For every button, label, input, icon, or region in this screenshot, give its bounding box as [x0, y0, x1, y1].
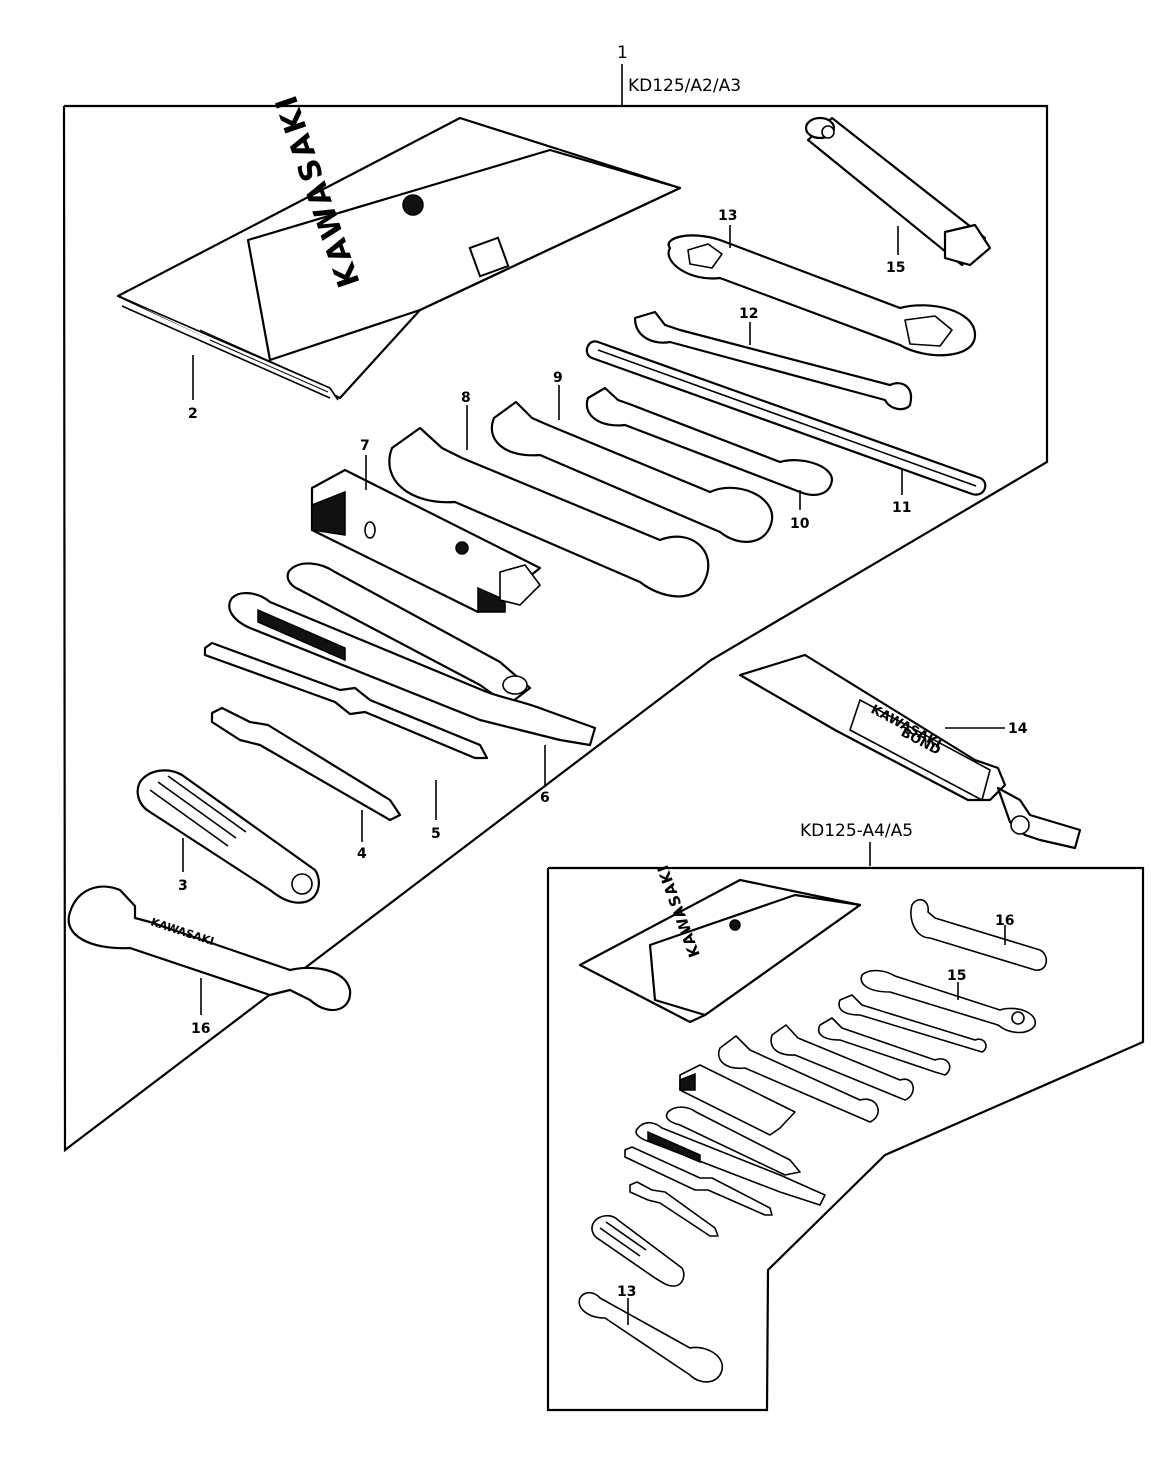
callout-6: 6 [540, 790, 550, 806]
socket-wrench-15 [804, 116, 992, 267]
small-screwdriver-handle [591, 1214, 685, 1287]
main-set-frame [62, 104, 1049, 1153]
bag-logo-icon [468, 236, 510, 278]
pliers-6 [228, 562, 597, 747]
bag-snap-icon [402, 194, 424, 216]
callout-3: 3 [178, 878, 188, 894]
callout-7: 7 [360, 438, 370, 454]
small-screwdriver-blade-a [624, 1146, 773, 1216]
small-open-wrench-d [718, 1035, 879, 1123]
small-screwdriver-blade-b [629, 1181, 719, 1237]
callout-9: 9 [553, 370, 563, 386]
callout-10: 10 [790, 516, 810, 532]
tool-bag: KAWASAKI [116, 88, 682, 401]
box-socket-7 [310, 468, 542, 614]
open-wrench-9 [490, 400, 774, 543]
screwdriver-blade-5 [203, 641, 489, 760]
small-open-wrench-c [770, 1024, 914, 1101]
hook-wrench-16: KAWASAKI [67, 885, 352, 1011]
small-tool-bag: KAWASAKI [578, 862, 862, 1024]
callout-5: 5 [431, 826, 441, 842]
set-number-label: 1 [617, 43, 628, 63]
callout-16: 16 [191, 1021, 210, 1037]
small-bag-snap-icon [729, 919, 741, 931]
small-box-wrench-15 [860, 969, 1036, 1034]
set-name-kd125-a4-a5: KD125-A4/A5 [800, 821, 913, 841]
callout-11: 11 [892, 500, 911, 516]
small-box-socket [679, 1064, 796, 1136]
small-open-wrench-a [838, 994, 987, 1053]
open-wrench-12 [633, 310, 913, 411]
small-hook-wrench-13 [578, 1291, 723, 1383]
box-wrench-13 [667, 234, 977, 357]
small-pliers [635, 1106, 826, 1206]
small-set-frame [546, 866, 1145, 1412]
callout-2: 2 [188, 406, 198, 422]
callout-15: 15 [886, 260, 905, 276]
small-hook-wrench-16 [910, 898, 1048, 971]
small-callout-15: 15 [947, 968, 966, 984]
callout-14: 14 [1008, 721, 1028, 737]
callout-13: 13 [718, 208, 737, 224]
screwdriver-handle-3 [136, 769, 320, 904]
bond-tube-14: KAWASAKI BOND [738, 653, 1082, 850]
screwdriver-blade-4 [210, 706, 402, 822]
callout-4: 4 [357, 846, 367, 862]
callout-12: 12 [739, 306, 758, 322]
small-callout-13: 13 [617, 1284, 636, 1300]
set-name-kd125-a2-a3: KD125/A2/A3 [628, 76, 741, 96]
small-callout-16: 16 [995, 913, 1014, 929]
open-wrench-10 [585, 386, 834, 496]
callout-8: 8 [461, 390, 471, 406]
bar-handle-11 [585, 340, 987, 496]
small-open-wrench-b [818, 1017, 951, 1076]
open-wrench-8 [388, 426, 710, 598]
